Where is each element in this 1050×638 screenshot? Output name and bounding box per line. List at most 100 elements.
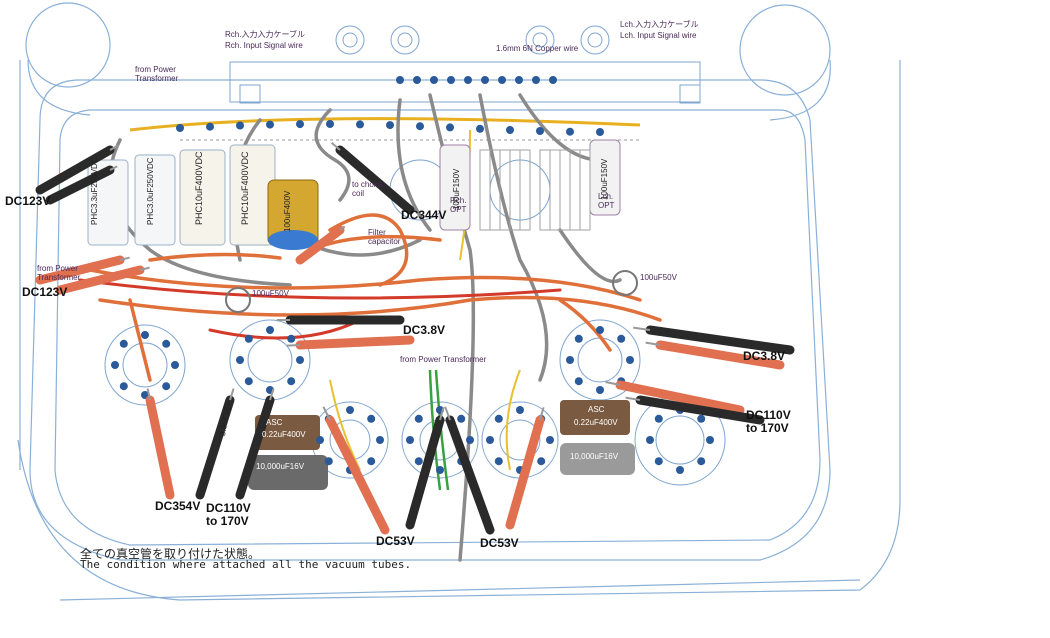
meter-probe-tip [330,142,341,151]
terminal-post [416,122,424,131]
meter-probe [325,415,390,535]
lch-opt-label: Lch. OPT [598,192,615,210]
cap-100uf50v-right: 100uF50V [640,273,677,282]
terminal-post [162,339,171,348]
asc-right-line1: ASC [588,405,605,414]
terminal-post [386,121,394,130]
asc-left-line2: 0.22uF400V [262,430,306,439]
meter-probe [505,415,545,530]
large-capacitors [248,443,635,490]
terminal-post [436,466,444,474]
meter-probe-tip [286,344,301,347]
terminal-post [296,356,304,364]
terminal-post [574,334,583,343]
terminal-post [697,457,706,466]
meter-probe [295,225,345,265]
meter-probe-tip [444,406,451,421]
terminal-post [532,76,540,84]
voltage-dc38v-right: DC3.8V [743,349,786,363]
terminal-post [236,356,244,364]
meter-probe-tip [229,388,235,401]
terminal-post [236,121,244,130]
terminal-post [574,377,583,386]
meter-probe [615,380,745,415]
voltage-dc344v: DC344V [401,208,447,222]
meter-probe-tip [139,266,150,271]
pcc-label-1: PHC3.3uF250VDC [90,157,99,225]
terminal-post [287,377,296,386]
pcc-label-4: PHC10uF400VDC [240,151,250,225]
meter-probe [35,145,115,195]
terminal-post [287,334,296,343]
terminal-post [706,436,714,444]
terminal-post [324,457,333,466]
to-choke-coil-label: to choke coil [352,180,383,198]
terminal-post [346,406,354,414]
voltage-dc123v-bottom: DC123V [22,285,68,299]
meter-probe-tip [109,144,119,151]
pcc-label-3: PHC10uF400VDC [194,151,204,225]
terminal-post [296,120,304,129]
terminal-post [457,414,466,423]
voltage-dc110v-right: DC110V to 170V [746,408,791,435]
meter-probe [655,340,785,370]
terminal-post [626,356,634,364]
terminal-post [494,457,503,466]
terminal-strip [129,117,641,141]
terminal-post [486,436,494,444]
electrolytic-label: 100uF400V [283,190,292,232]
meter-probe-tip [146,388,151,401]
meter-probe [55,265,145,295]
terminal-post [654,414,663,423]
terminal-post [516,406,524,414]
filter-capacitor-label: Filter capacitor [368,228,401,246]
terminal-post [464,76,472,84]
terminal-post [171,361,179,369]
caption-english: The condition where attached all the vac… [80,558,412,571]
voltage-dc110v-left: DC110V to 170V [206,501,251,528]
meter-probe-tip [539,407,545,421]
meter-probe [335,145,415,215]
voltage-dc38v-left: DC3.8V [403,323,446,337]
terminal-post [566,127,574,136]
terminal-posts [111,76,714,474]
meter-probe [405,415,445,530]
meter-probe-tip [439,407,445,421]
voltage-dc354v: DC354V [155,499,201,513]
from-power-transformer-label-top: from Power Transformer [135,65,179,83]
meter-probe-tip [269,388,275,401]
terminal-post [596,128,604,136]
lch-input-en: Lch. Input Signal wire [620,31,697,40]
meter-probe [295,335,415,350]
meter-probes [35,142,795,535]
main-electrolytic-capacitor [267,179,319,250]
asc-left-line1: ASC [266,418,283,427]
rch-opt-label: Rch. OPT [450,196,467,214]
terminal-post [356,120,364,129]
terminal-post [536,127,544,135]
big-cap-left-label: 10,000uF16V [256,462,305,471]
terminal-post [316,436,324,444]
caption-japanese: 全ての真空管を取り付けた状態。 [80,547,261,561]
rear-connector-panel [229,25,701,104]
terminal-post [367,414,376,423]
orange-wiring [88,213,662,382]
meter-probe-tip [109,165,118,171]
from-power-transformer-label-center: from Power Transformer [400,355,487,364]
terminal-post [206,122,214,131]
copper-wire-label: 1.6mm 6N Copper wire [496,44,579,53]
meter-probe [645,325,795,355]
terminal-post [498,76,506,84]
terminal-post [413,76,421,84]
terminal-post [111,361,119,369]
terminal-post [481,76,489,84]
terminal-post [596,386,604,394]
opt-cap-label-r: 100uF150V [452,168,461,210]
terminal-post [141,331,149,339]
rch-input-en: Rch. Input Signal wire [225,41,303,50]
terminal-post [566,356,574,364]
terminal-post [676,466,684,474]
cap-100uf50v-left: 100uF50V [252,289,289,298]
pcc-label-2: PHC3.0uF250VDC [146,157,155,225]
